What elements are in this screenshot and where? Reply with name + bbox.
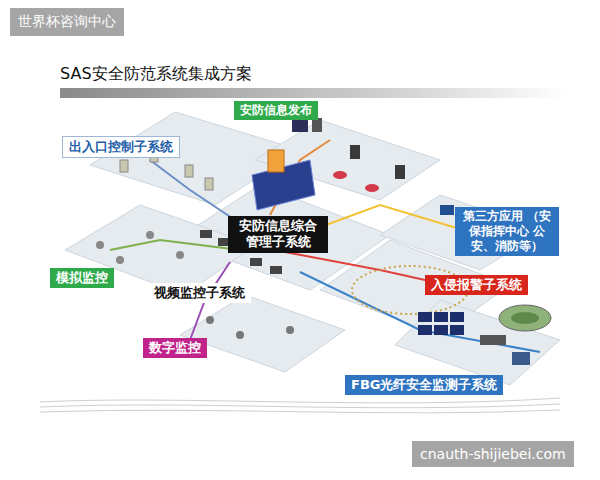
node-text: 视频监控子系统 — [154, 285, 245, 301]
access-control-label: 出入口控制子系统 — [62, 136, 180, 158]
management-label: 安防信息综合 管理子系统 — [228, 216, 328, 253]
node-text: 出入口控制子系统 — [69, 139, 173, 155]
watermark: cnauth-shijiebei.com — [412, 441, 574, 467]
node-text: 安防信息发布 — [240, 103, 312, 118]
node-text: 模拟监控 — [56, 270, 108, 286]
diagram-title: SAS安全防范系统集成方案 — [60, 64, 252, 85]
node-text: 入侵报警子系统 — [431, 277, 522, 293]
video-monitor-label: 视频监控子系统 — [148, 283, 251, 303]
analog-monitor-label: 模拟监控 — [50, 268, 114, 288]
intrusion-alarm-label: 入侵报警子系统 — [425, 275, 528, 295]
fbg-monitor-label: FBG光纤安全监测子系统 — [345, 375, 503, 395]
node-text: 第三方应用 （安保指挥中心 公安、消防等） — [461, 209, 553, 254]
third-party-label: 第三方应用 （安保指挥中心 公安、消防等） — [455, 207, 559, 256]
node-text: 数字监控 — [149, 340, 201, 356]
node-text: FBG光纤安全监测子系统 — [351, 377, 497, 393]
title-bar — [60, 88, 565, 98]
decor-lines — [40, 398, 560, 413]
digital-monitor-label: 数字监控 — [143, 338, 207, 358]
node-text: 安防信息综合 管理子系统 — [234, 218, 322, 251]
info-release-label: 安防信息发布 — [234, 101, 318, 120]
watermark: 世界杯咨询中心 — [10, 8, 124, 36]
platforms — [65, 112, 560, 385]
